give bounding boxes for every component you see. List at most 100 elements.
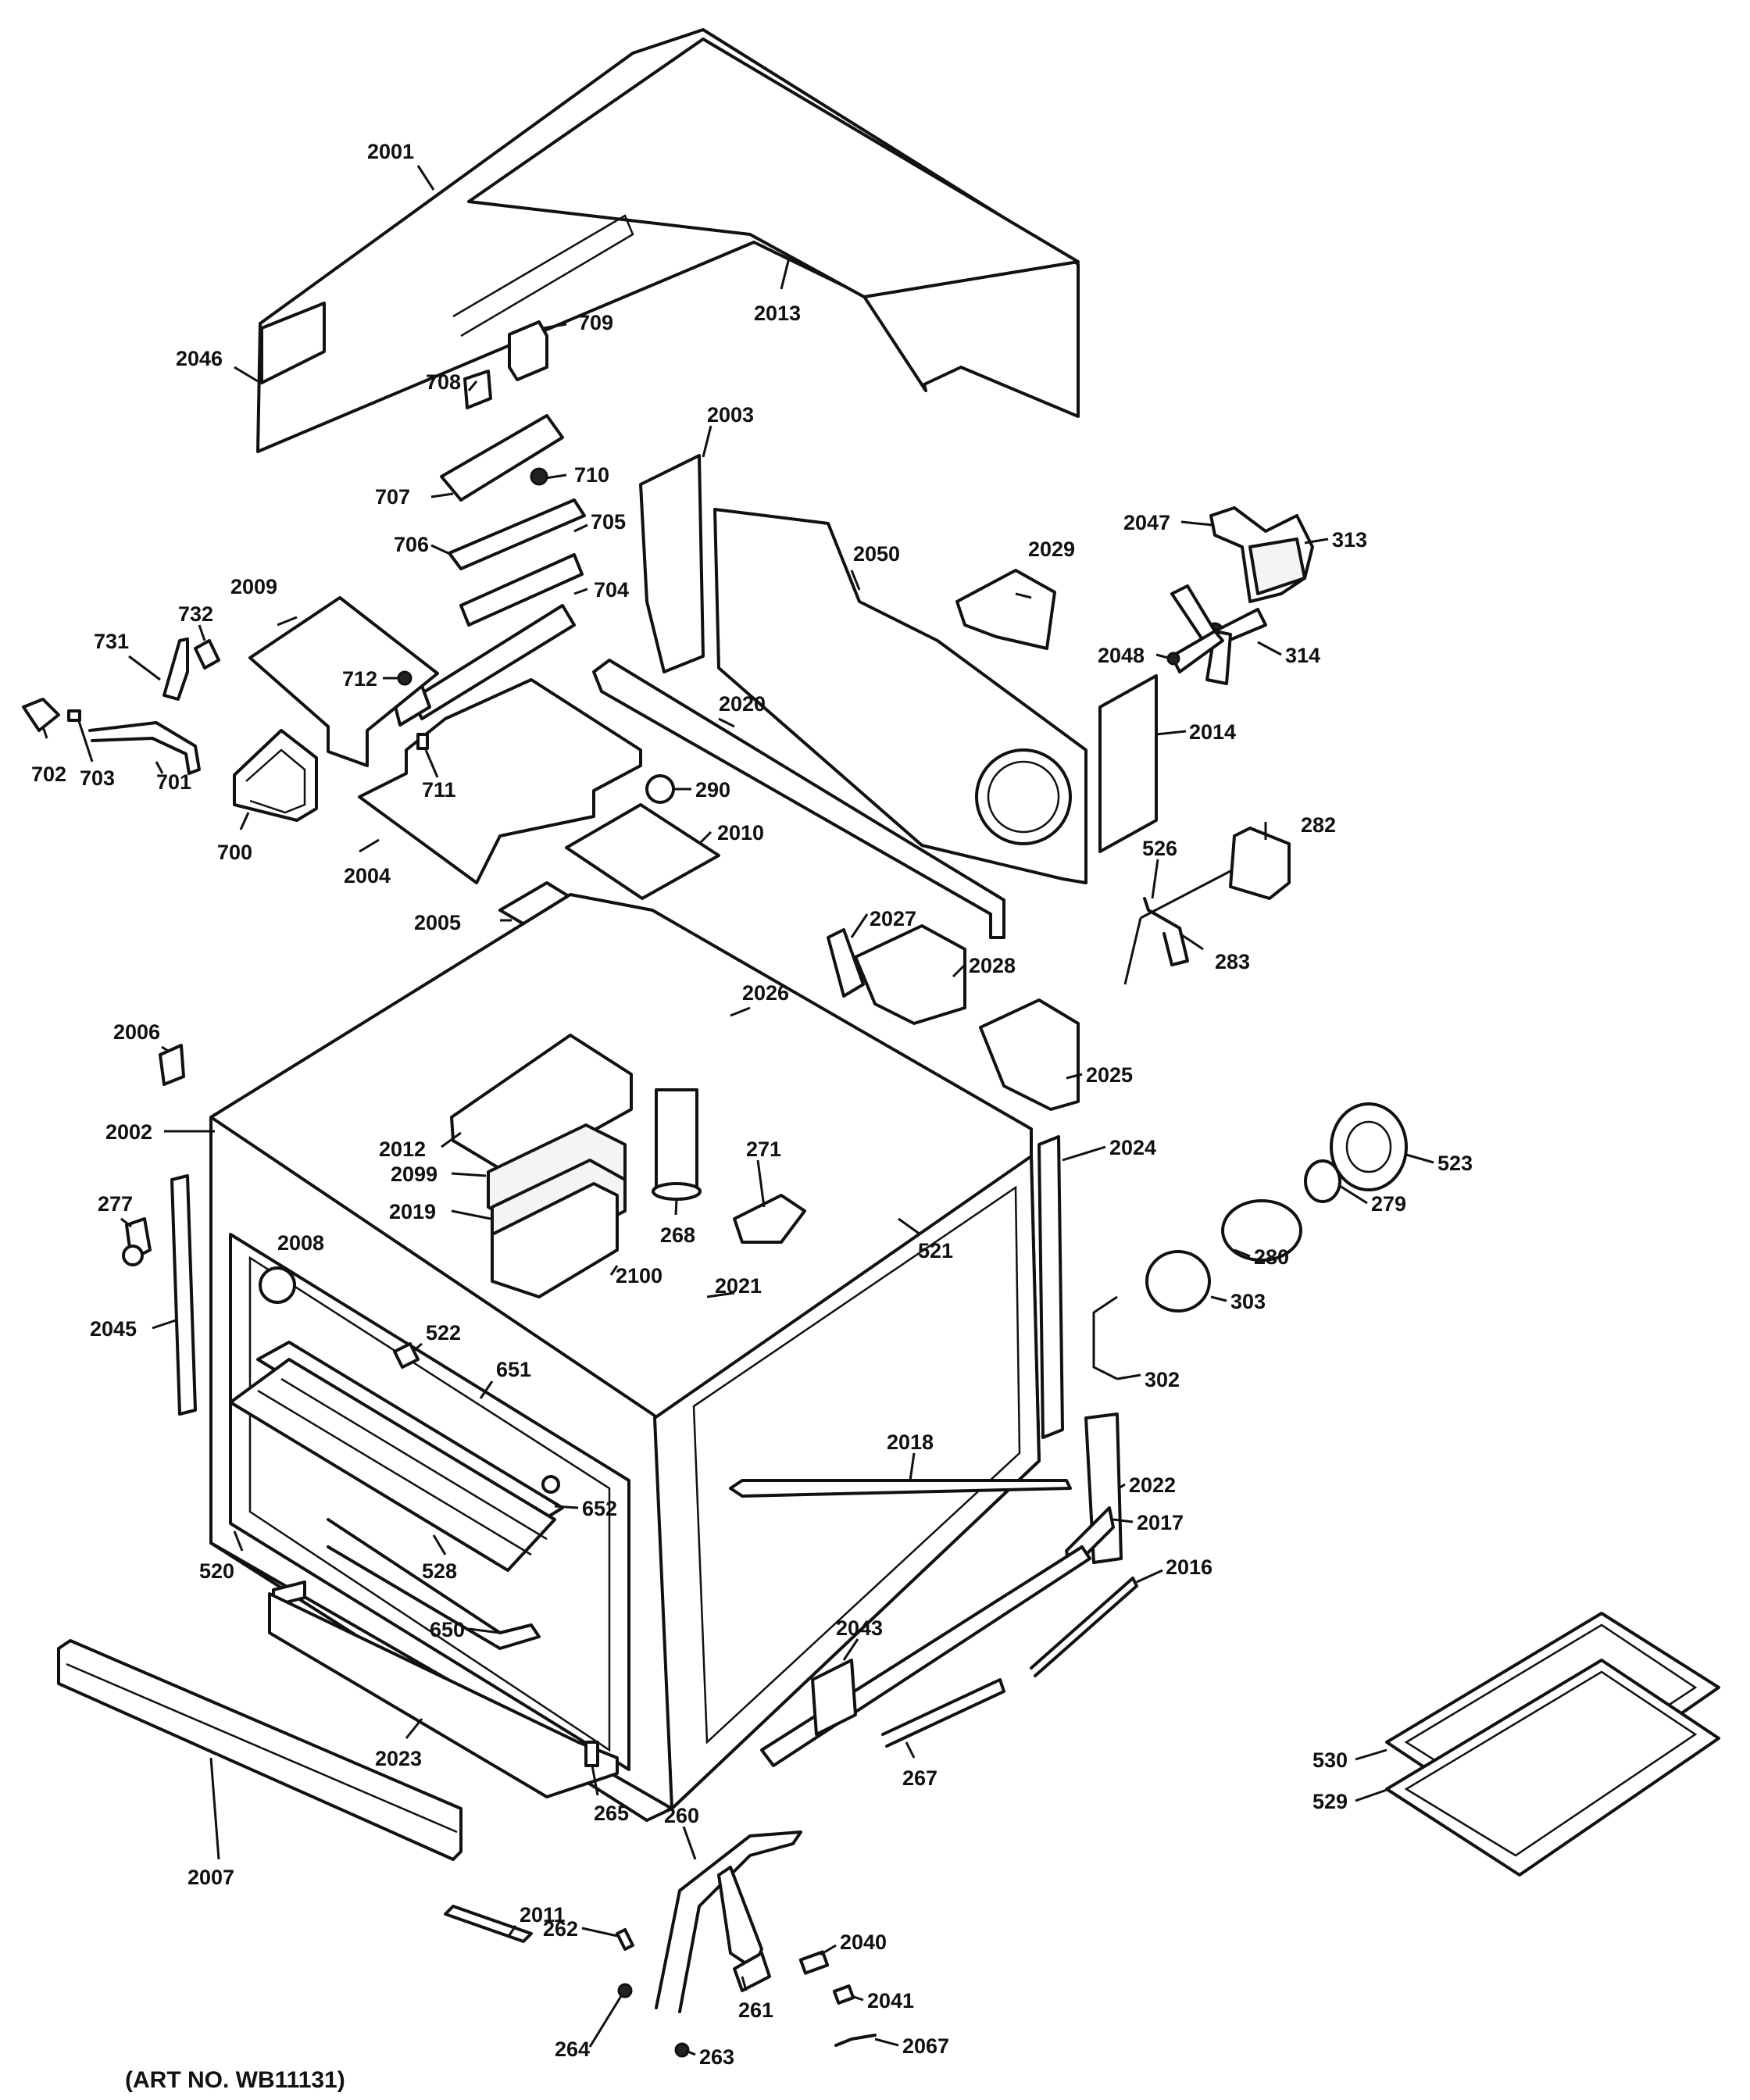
callout-2067: 2067 (902, 2034, 949, 2058)
callout-2024: 2024 (1109, 1136, 1156, 1159)
callout-277: 277 (98, 1192, 133, 1216)
callout-2019: 2019 (389, 1200, 436, 1223)
top-cover-part (256, 28, 1080, 453)
rear-cover-part (955, 569, 1056, 650)
door-hinge-hardware-part (616, 1830, 877, 2058)
callout-280: 280 (1254, 1245, 1289, 1269)
callout-2020: 2020 (719, 692, 766, 716)
callout-732: 732 (178, 602, 213, 626)
callout-529: 529 (1312, 1790, 1348, 1813)
callout-651: 651 (496, 1358, 531, 1381)
callout-2011: 2011 (520, 1903, 566, 1927)
callout-2100: 2100 (616, 1264, 662, 1288)
callout-523: 523 (1438, 1152, 1473, 1175)
callout-267: 267 (902, 1766, 938, 1790)
callout-2043: 2043 (836, 1616, 883, 1640)
sensor-bracket-part (733, 1194, 806, 1244)
insulation-stack-part (450, 1034, 633, 1298)
hinge-rail-part (760, 1545, 1091, 1767)
latch-hardware-part (22, 638, 318, 822)
screw-part (397, 670, 412, 686)
callout-2021: 2021 (715, 1274, 762, 1298)
callout-2029: 2029 (1028, 538, 1075, 561)
callout-530: 530 (1312, 1748, 1348, 1772)
callout-2040: 2040 (840, 1930, 887, 1954)
washer-part (1166, 652, 1180, 666)
callout-528: 528 (422, 1559, 457, 1583)
art-number: (ART NO. WB11131) (125, 2067, 345, 2093)
callout-2006: 2006 (113, 1020, 160, 1044)
switch-plate-stack-part (393, 414, 586, 727)
callout-2001: 2001 (367, 140, 414, 163)
fan-motor-part (1209, 506, 1314, 603)
callout-652: 652 (582, 1497, 617, 1520)
callout-279: 279 (1371, 1192, 1406, 1216)
callout-711: 711 (422, 778, 456, 802)
rotisserie-motor-part (1123, 827, 1291, 985)
callout-703: 703 (80, 766, 115, 790)
callout-302: 302 (1145, 1368, 1180, 1391)
callout-268: 268 (660, 1223, 695, 1247)
callout-2012: 2012 (379, 1138, 426, 1161)
callout-2048: 2048 (1098, 644, 1145, 667)
callout-522: 522 (426, 1321, 461, 1345)
back-panel-part (713, 508, 1088, 884)
door-stop-part (122, 1217, 152, 1266)
callout-262: 262 (543, 1917, 578, 1941)
callout-521: 521 (918, 1239, 953, 1262)
callout-2016: 2016 (1166, 1555, 1212, 1579)
kick-panel-part (57, 1639, 533, 1943)
callout-2046: 2046 (176, 347, 223, 370)
door-gasket-strip-part (170, 1174, 197, 1416)
callout-2009: 2009 (230, 575, 277, 598)
callout-2007: 2007 (188, 1866, 234, 1889)
callout-265: 265 (594, 1802, 629, 1825)
leader-lines (41, 165, 1434, 2056)
door-clip-part (159, 1044, 185, 1086)
callout-314: 314 (1285, 644, 1320, 667)
callout-712: 712 (342, 667, 377, 691)
callout-707: 707 (375, 485, 410, 509)
callout-702: 702 (31, 762, 66, 786)
hinge-bracket-part (463, 320, 548, 409)
callout-708: 708 (426, 370, 461, 394)
callout-271: 271 (746, 1138, 781, 1161)
callout-705: 705 (591, 510, 626, 534)
callout-282: 282 (1301, 813, 1336, 837)
callout-2017: 2017 (1137, 1511, 1184, 1534)
callout-303: 303 (1230, 1290, 1266, 1313)
callout-2041: 2041 (867, 1989, 914, 2012)
oven-body-part (209, 893, 1041, 1822)
door-bumper-part (584, 1741, 599, 1767)
callout-283: 283 (1215, 950, 1250, 973)
callout-2050: 2050 (853, 542, 900, 566)
callout-2023: 2023 (375, 1747, 422, 1770)
callout-520: 520 (199, 1559, 234, 1583)
callout-526: 526 (1142, 837, 1177, 860)
side-bracket-part (639, 454, 705, 673)
callout-2045: 2045 (90, 1317, 137, 1341)
callout-701: 701 (156, 770, 191, 794)
callout-290: 290 (695, 778, 730, 802)
callout-700: 700 (217, 841, 252, 864)
callout-261: 261 (738, 1998, 773, 2022)
light-assembly-part (1092, 1102, 1408, 1380)
callout-2027: 2027 (870, 907, 916, 930)
callout-731: 731 (94, 630, 129, 653)
thermostat-bracket-part (565, 774, 720, 900)
callout-2013: 2013 (754, 302, 801, 325)
callout-650: 650 (430, 1618, 465, 1641)
oven-interior-part (229, 1266, 564, 1650)
callout-2028: 2028 (969, 954, 1016, 977)
callout-2010: 2010 (717, 821, 764, 845)
gasket-part (1098, 674, 1158, 853)
callout-710: 710 (574, 463, 609, 487)
vent-tube-part (652, 1088, 702, 1201)
callout-2022: 2022 (1129, 1473, 1176, 1497)
callout-260: 260 (664, 1804, 699, 1827)
cross-brace-part (729, 1479, 1072, 1498)
duct-assembly-part (827, 924, 1080, 1111)
hinge-spring-part (881, 1678, 1005, 1748)
callout-labels: 2001 2013 2046 709 708 710 707 706 705 7… (31, 140, 1473, 2093)
callout-2047: 2047 (1123, 511, 1170, 534)
